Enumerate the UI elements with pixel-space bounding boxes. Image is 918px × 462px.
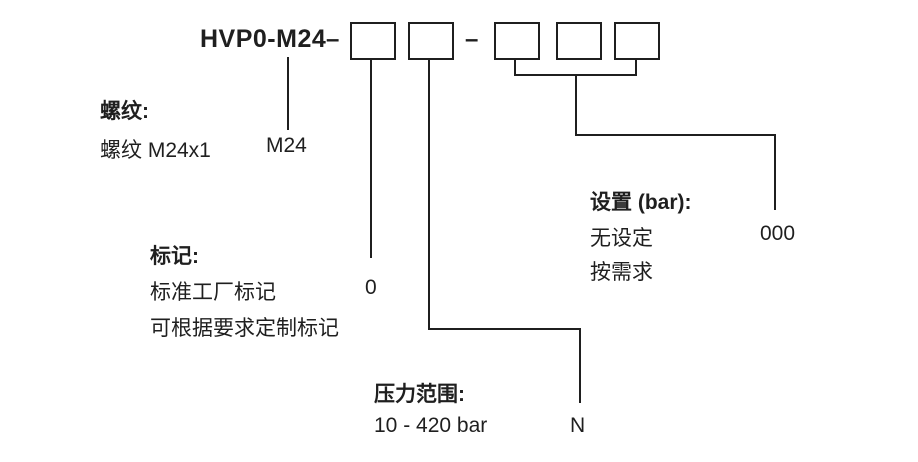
marking-label: 标记: xyxy=(150,245,199,268)
code-box-setting-2 xyxy=(556,22,602,60)
marking-row-1-text: 标准工厂标记 xyxy=(150,281,276,304)
pressure-row-value: N xyxy=(570,414,586,437)
code-box-marking xyxy=(350,22,396,60)
thread-label: 螺纹: xyxy=(100,100,149,123)
code-separator-2: – xyxy=(465,26,479,53)
code-box-pressure xyxy=(408,22,454,60)
code-box-setting-3 xyxy=(614,22,660,60)
connector-setting-stub-right xyxy=(635,60,637,76)
setting-label: 设置 (bar): xyxy=(590,191,692,214)
setting-row-2-text: 按需求 xyxy=(590,261,653,284)
code-separator-1: – xyxy=(326,26,340,53)
connector-setting-stub-left xyxy=(514,60,516,76)
connector-thread xyxy=(287,57,289,130)
connector-setting-horizontal xyxy=(575,134,776,136)
connector-pressure-vertical-1 xyxy=(428,60,430,330)
setting-row-1-text: 无设定 xyxy=(590,227,653,250)
connector-marking xyxy=(370,60,372,258)
setting-row-1-value: 000 xyxy=(760,222,796,245)
pressure-label: 压力范围: xyxy=(374,383,465,406)
connector-pressure-horizontal xyxy=(428,328,581,330)
thread-row-text: 螺纹 M24x1 xyxy=(100,139,211,162)
code-box-setting-1 xyxy=(494,22,540,60)
connector-setting-vertical-1 xyxy=(575,74,577,136)
marking-row-1-value: 0 xyxy=(365,276,377,299)
pressure-row-text: 10 - 420 bar xyxy=(374,414,488,437)
thread-row-value: M24 xyxy=(266,134,307,157)
marking-row-2-text: 可根据要求定制标记 xyxy=(150,317,339,340)
connector-setting-vertical-2 xyxy=(774,134,776,210)
model-code: HVP0-M24 xyxy=(200,25,327,53)
connector-pressure-vertical-2 xyxy=(579,328,581,403)
